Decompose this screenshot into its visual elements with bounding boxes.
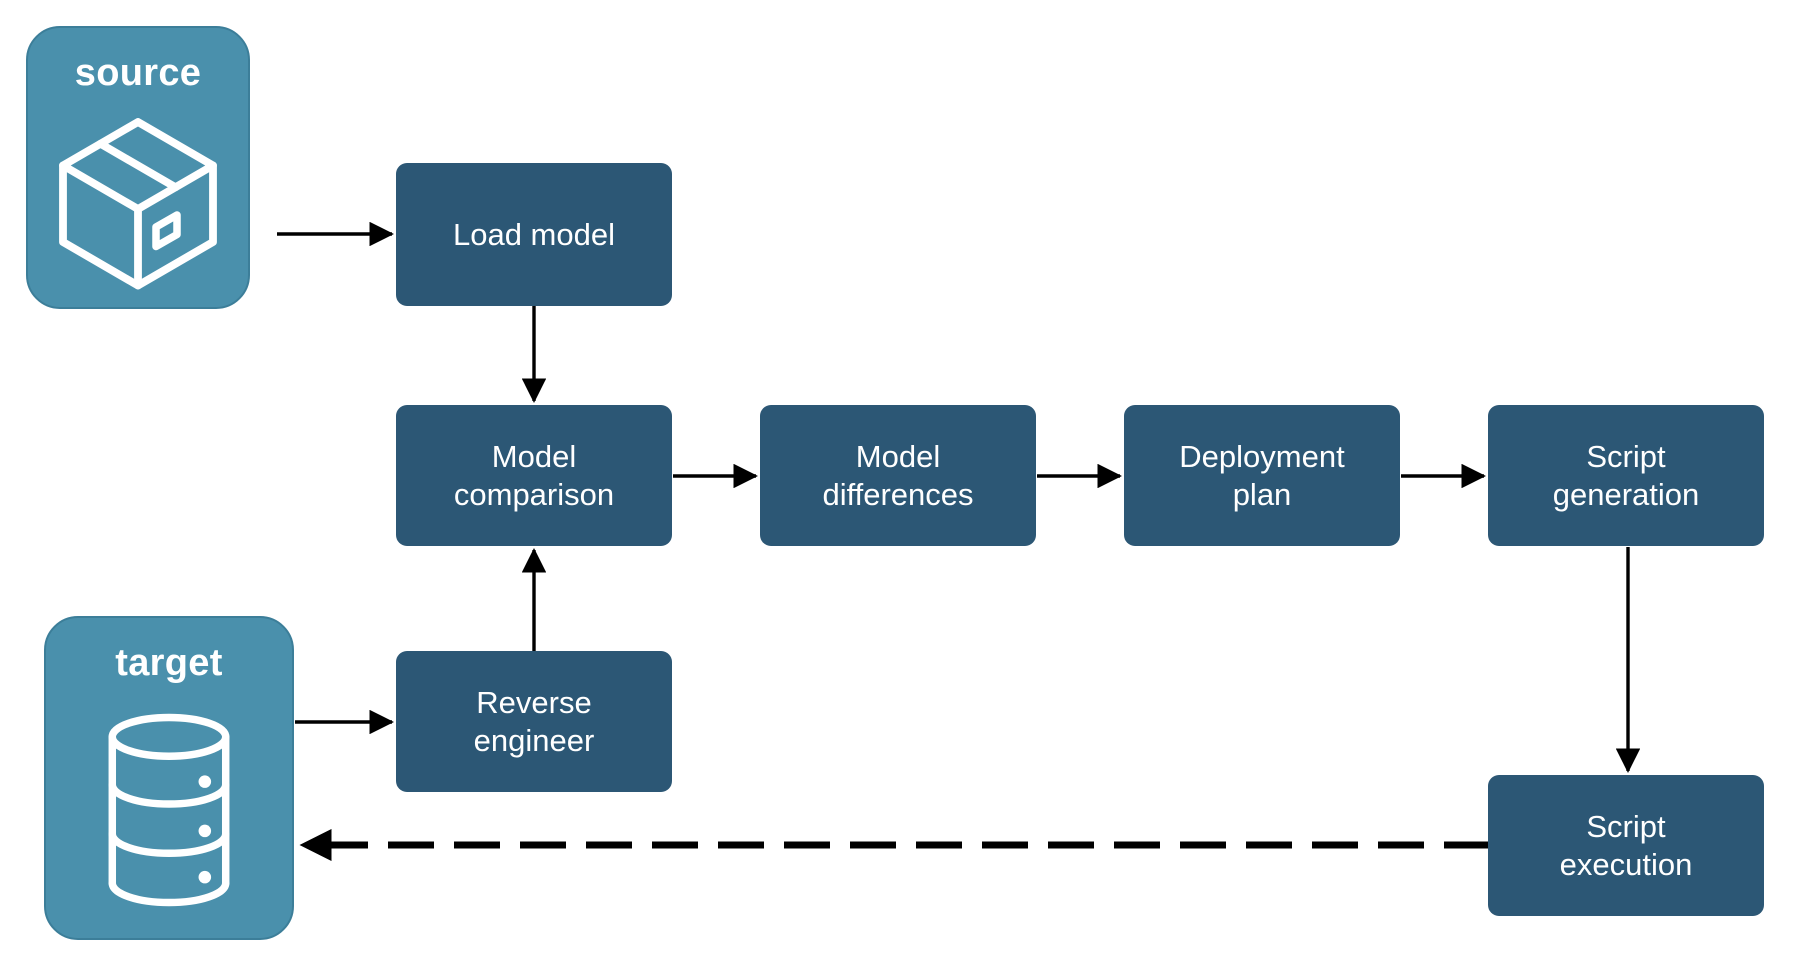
endpoint-target[interactable]: target: [44, 616, 294, 940]
node-model-differences[interactable]: Model differences: [760, 405, 1036, 546]
node-script-execution-label: Script execution: [1559, 808, 1693, 882]
node-reverse-engineer[interactable]: Reverse engineer: [396, 651, 672, 792]
node-load-model[interactable]: Load model: [396, 163, 672, 306]
node-model-differences-label: Model differences: [822, 438, 974, 512]
node-load-model-label: Load model: [452, 216, 615, 252]
package-box-icon: [28, 92, 248, 307]
node-reverse-engineer-label: Reverse engineer: [473, 684, 595, 758]
node-script-generation-label: Script generation: [1552, 438, 1700, 512]
node-deployment-plan-label: Deployment plan: [1179, 438, 1345, 512]
endpoint-source-label: source: [74, 52, 202, 94]
node-deployment-plan[interactable]: Deployment plan: [1124, 405, 1400, 546]
node-script-generation[interactable]: Script generation: [1488, 405, 1764, 546]
endpoint-target-label: target: [115, 642, 223, 684]
node-model-comparison-label: Model comparison: [453, 438, 615, 512]
endpoint-source[interactable]: source: [26, 26, 250, 309]
database-cylinder-icon: [46, 682, 292, 938]
node-model-comparison[interactable]: Model comparison: [396, 405, 672, 546]
node-script-execution[interactable]: Script execution: [1488, 775, 1764, 916]
